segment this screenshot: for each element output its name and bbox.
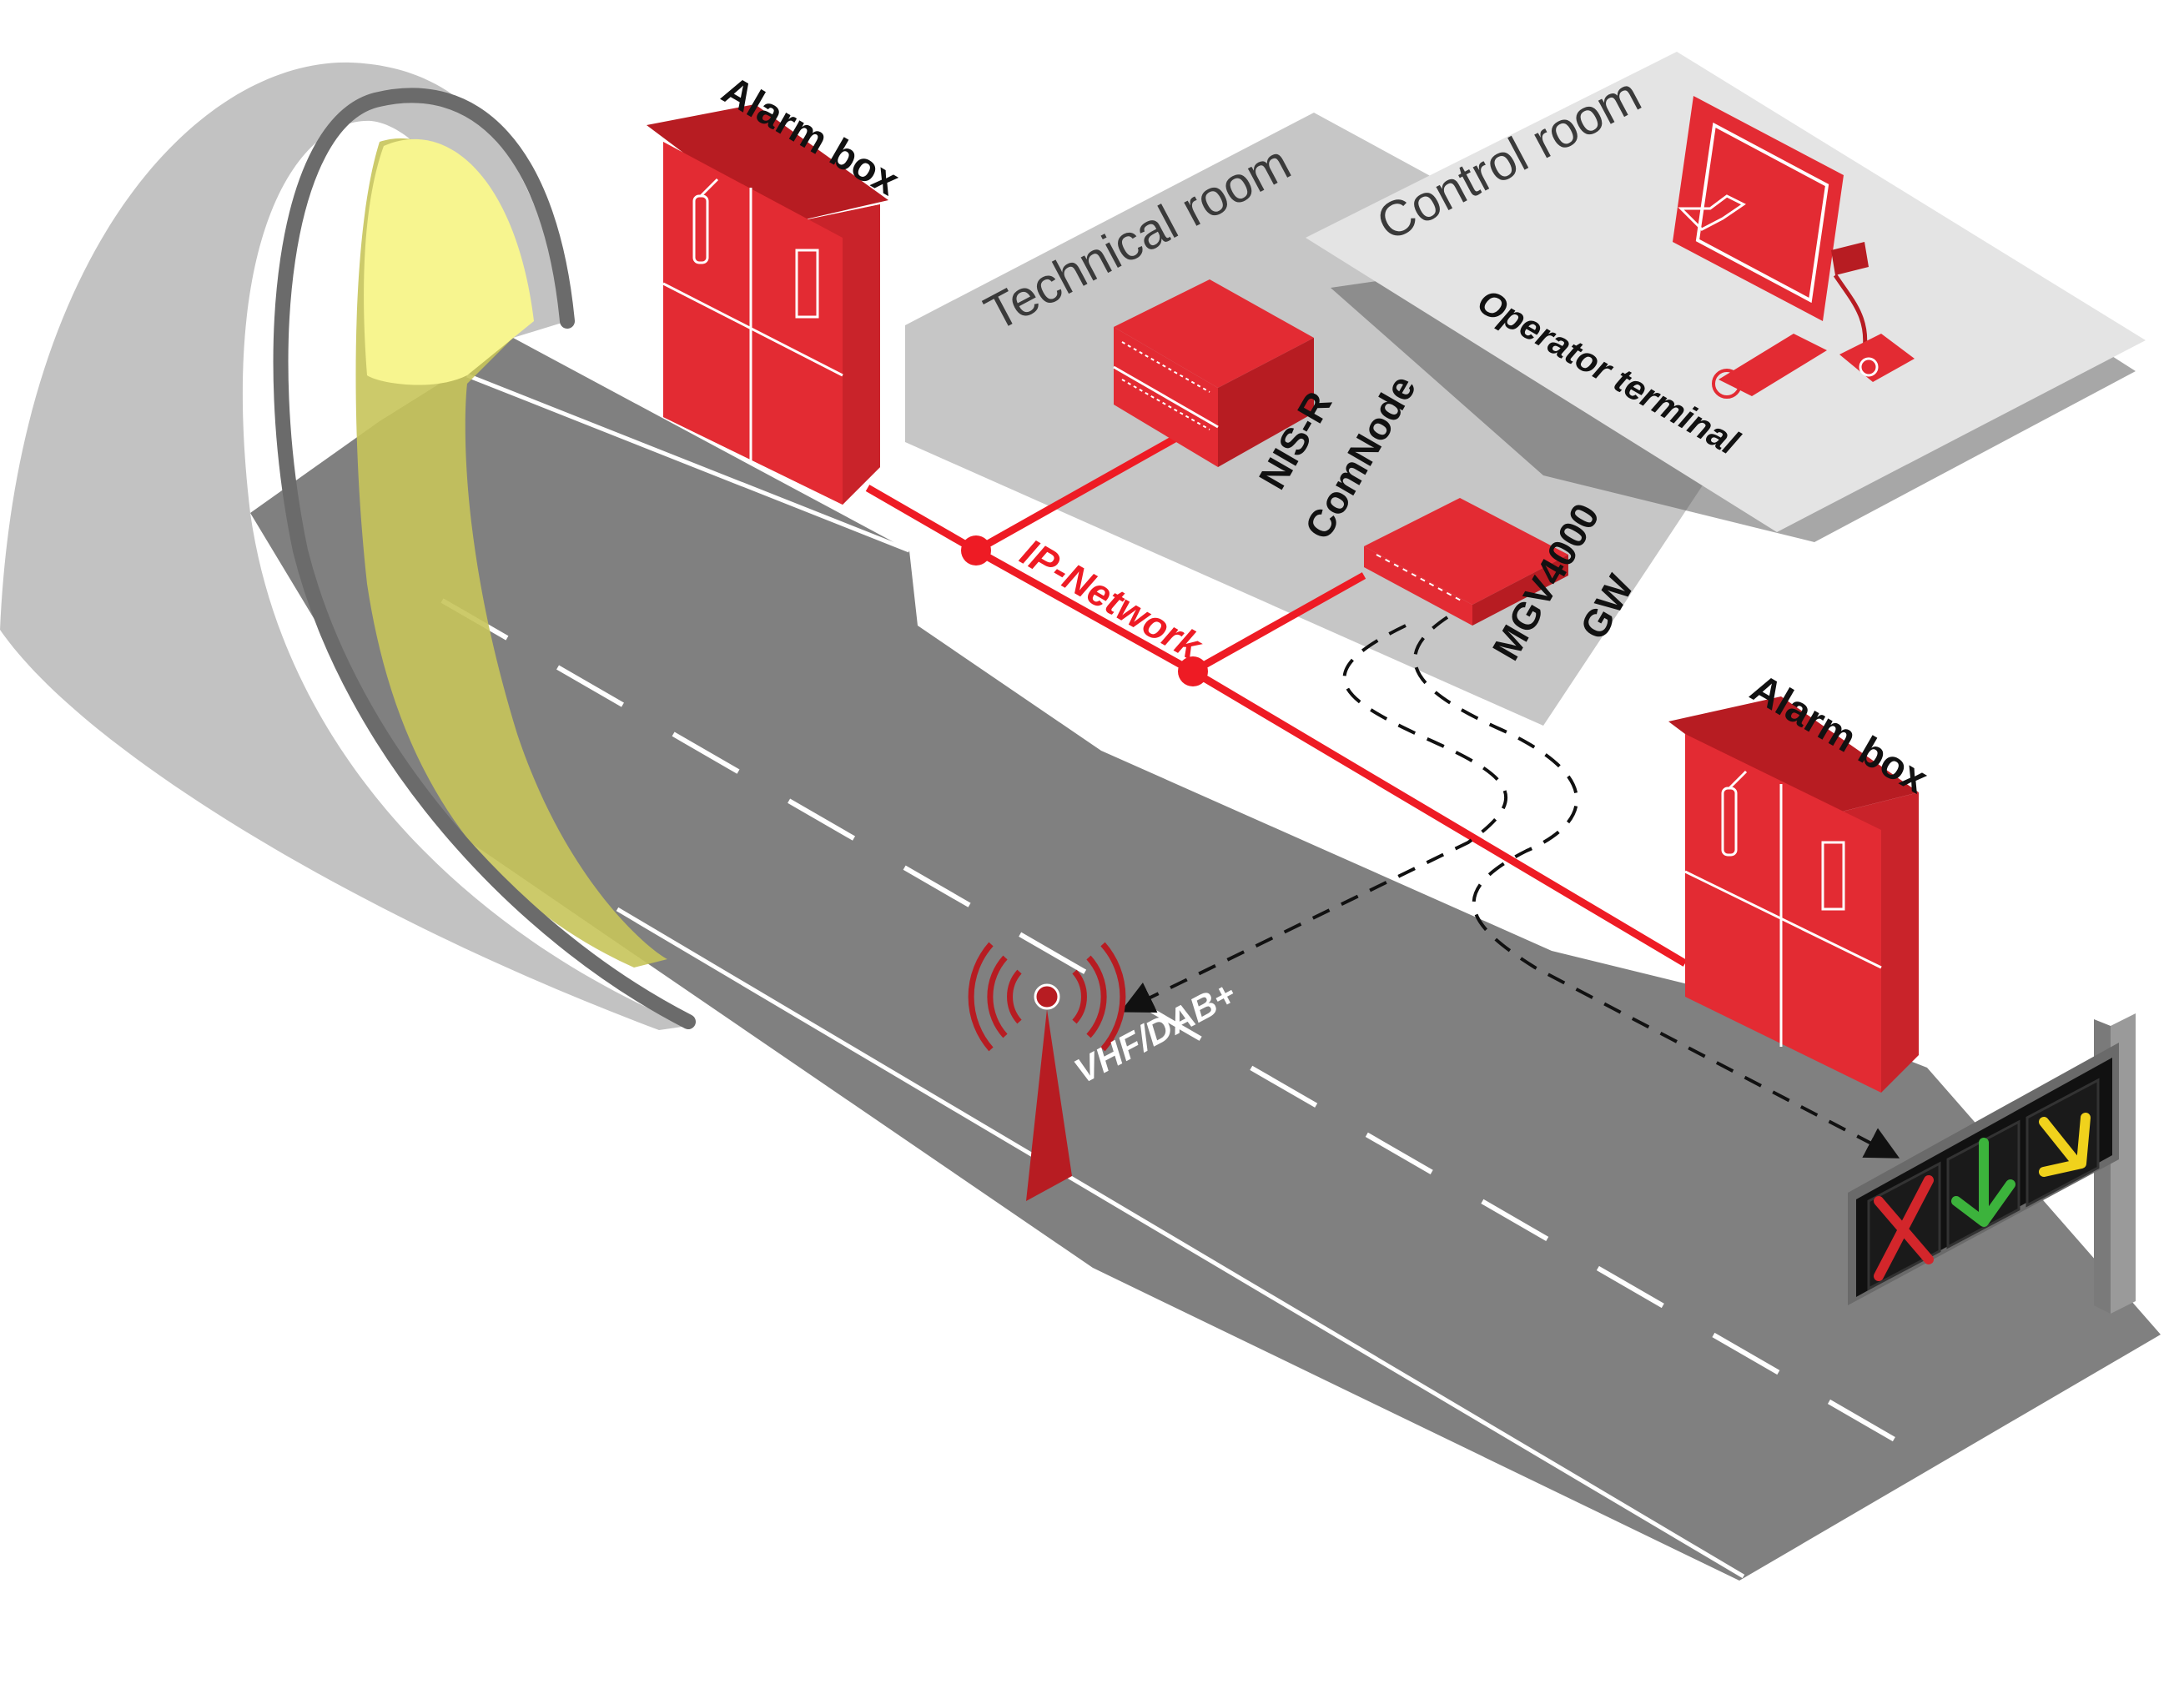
handset bbox=[1719, 334, 1827, 396]
touch-hand-icon bbox=[1678, 194, 1746, 231]
signal-paths bbox=[1120, 616, 1900, 1159]
radio-waves-icon bbox=[968, 942, 1126, 1052]
lane-signal-closed bbox=[1867, 1161, 1941, 1291]
red-x-icon bbox=[1874, 1175, 1934, 1281]
lane-signal-gantry bbox=[1848, 1013, 2136, 1314]
lane-signal-open bbox=[1946, 1119, 2020, 1249]
fire-extinguisher-icon bbox=[692, 178, 719, 264]
yellow-arrow-icon bbox=[2039, 1113, 2091, 1177]
green-arrow-down-icon bbox=[1951, 1138, 2015, 1227]
network-node-2 bbox=[1178, 656, 1208, 686]
lane-signal-change bbox=[2025, 1078, 2100, 1208]
road bbox=[250, 338, 2161, 1581]
emergency-phone-icon bbox=[1821, 841, 1845, 911]
emergency-phone-icon bbox=[795, 249, 819, 319]
keypad bbox=[1839, 334, 1915, 382]
network-node-1 bbox=[961, 535, 991, 566]
fire-extinguisher-icon bbox=[1721, 770, 1748, 857]
tunnel bbox=[0, 62, 696, 1031]
alarm-box-1: Alarm box bbox=[647, 68, 907, 505]
